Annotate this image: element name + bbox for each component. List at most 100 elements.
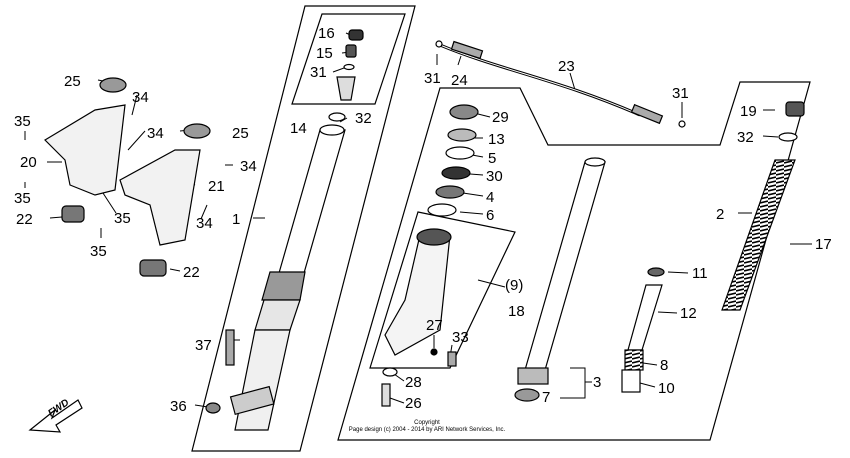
callout-24: 24 [451,72,468,89]
cable-core [439,44,641,116]
fwd-arrow-icon [28,399,83,433]
seal-30-part [441,166,471,180]
bracket-21-part [119,149,201,246]
copyright-line2: Page design (c) 2004 - 2014 by ARI Netwo… [349,427,506,433]
inner-tube-3-part [524,161,606,371]
bolt-27-part [430,348,438,356]
callout-25: 25 [64,73,81,90]
bolt-cap-part [348,29,364,41]
spring-8-part [624,349,644,371]
fork-bolt-part [336,76,356,101]
callout-9: (9) [505,277,523,294]
o-ring-32-part [328,112,346,122]
callout-23: 23 [558,58,575,75]
bolt-26-part [381,383,391,407]
callout-31: 31 [424,70,441,87]
o-ring-32b-part [778,132,798,142]
copyright-block: Copyright Page design (c) 2004 - 2014 by… [349,420,506,433]
callout-13: 13 [488,131,505,148]
callout-7: 7 [542,389,550,406]
ring-11-part [647,267,665,277]
slider-body-part [234,329,291,431]
callout-5: 5 [488,150,496,167]
callout-34: 34 [240,158,257,175]
callout-28: 28 [405,374,422,391]
callout-20: 20 [20,154,37,171]
piece-10-part [621,369,641,393]
callout-22: 22 [16,211,33,228]
washer-5-part [445,146,475,160]
callout-37: 37 [195,337,212,354]
callout-15: 15 [316,45,333,62]
bolt-15-part [345,44,357,58]
callout-labels: 16 15 31 32 14 1 25 34 35 34 25 20 34 21… [14,25,832,415]
fork-tube-part [276,129,346,281]
washer-28-part [382,367,398,377]
bushing-6-part [427,203,457,217]
callout-31: 31 [310,64,327,81]
dust-seal-part [261,271,306,301]
callout-27: 27 [426,317,443,334]
rubber-25a-part [99,77,127,93]
callout-14: 14 [290,120,307,137]
cable-fitting-part [450,40,484,60]
cap-19-part [785,101,805,117]
callout-19: 19 [740,103,757,120]
axle-clamp-part [229,385,275,416]
callout-11: 11 [692,265,708,282]
callout-4: 4 [486,189,494,206]
callout-35: 35 [114,210,131,227]
slider-box [369,211,516,369]
rubber-25b-part [183,123,211,139]
rod-12-part [627,284,663,351]
callout-32: 32 [355,110,372,127]
group-outlines [191,5,811,452]
callout-17: 17 [815,236,832,253]
callout-21: 21 [208,178,225,195]
callout-31: 31 [672,85,689,102]
callout-1: 1 [232,211,240,228]
callout-30: 30 [486,168,503,185]
callout-25: 25 [232,125,249,142]
callout-16: 16 [318,25,335,42]
slider-18-top [416,228,452,246]
washer-31-part [343,63,355,71]
callout-2: 2 [716,206,724,223]
callout-35: 35 [14,190,31,207]
seal-13-part [447,128,477,142]
bolt-37-part [225,329,235,366]
callout-32: 32 [737,129,754,146]
callout-22: 22 [183,264,200,281]
leader-lines [24,32,812,408]
oil-seal-4-part [435,185,465,199]
callout-35: 35 [90,243,107,260]
nut-36-part [205,402,221,414]
slider-18-part [384,234,451,356]
ring-7-part [514,388,540,402]
tube-end-part [517,367,549,385]
fork-bolt-box [291,13,406,105]
callout-35: 35 [14,113,31,130]
callout-18: 18 [508,303,525,320]
fork-assembly-outline [191,5,416,452]
callout-34: 34 [196,215,213,232]
clamp-22a-part [61,205,85,223]
seal-29-part [449,104,479,120]
copyright-line1: Copyright [414,420,440,426]
spring-2-part [721,159,796,311]
callout-34: 34 [147,125,164,142]
washer-31c-part [678,120,686,128]
callout-26: 26 [405,395,422,412]
callout-34: 34 [132,89,149,106]
forward-arrow: FWD [28,397,83,433]
callout-3: 3 [593,374,601,391]
cable-end-part [630,103,664,125]
bracket-20-part [44,104,126,196]
slider-top-part [254,299,301,331]
clamp-22b-part [139,259,167,277]
callout-6: 6 [486,207,494,224]
callout-10: 10 [658,380,675,397]
callout-36: 36 [170,398,187,415]
